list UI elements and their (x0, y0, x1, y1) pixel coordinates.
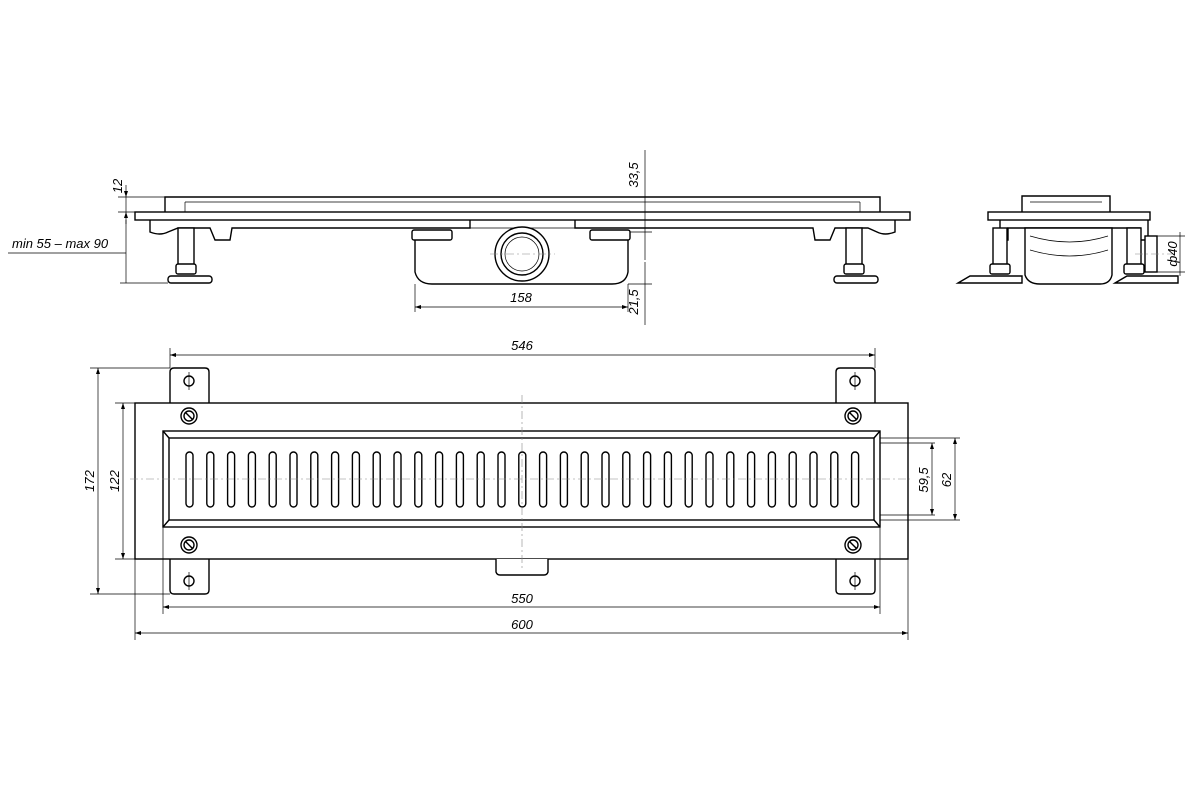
dim-overall-length: 600 (511, 617, 533, 632)
grate-slot (476, 451, 485, 508)
screw-icon (180, 536, 198, 554)
grate-slot (455, 451, 465, 508)
front-elevation-view: 12 min 55 – max 90 33,5 21,5 158 (8, 150, 911, 325)
side-elevation-view: ф40 (955, 195, 1185, 285)
grate-slot (393, 451, 402, 508)
dim-frame-depth: 122 (107, 469, 122, 491)
grate-slot (310, 451, 319, 508)
grate-slot (580, 451, 589, 508)
grate-slot (497, 451, 506, 508)
grate-slot (642, 451, 652, 508)
grate-slot (705, 451, 714, 508)
grate-slot (788, 451, 797, 508)
grate-slot (726, 451, 735, 508)
grate-slot (226, 451, 236, 508)
grate-slot (268, 451, 277, 508)
grate-slot (601, 451, 610, 508)
grate-slot (185, 451, 194, 508)
grate-slot (684, 451, 693, 508)
grate-slot (330, 451, 340, 508)
grate-slot (850, 451, 860, 508)
dim-grate-width-outer: 62 (939, 472, 954, 487)
grate-slot (414, 451, 423, 508)
grate-slot (538, 451, 548, 508)
grate-slot (746, 451, 756, 508)
grate-slot (663, 451, 673, 508)
grate-slot (247, 451, 257, 508)
dim-outlet-width: 158 (510, 290, 532, 305)
grate-slot (559, 451, 569, 508)
dim-fixing-span: 546 (511, 338, 533, 353)
dim-top-to-outlet: 33,5 (626, 162, 641, 188)
screw-icon (180, 407, 198, 425)
grate-slot (372, 451, 381, 508)
screw-icon (844, 407, 862, 425)
grate-slot (830, 451, 839, 508)
dim-overall-depth: 172 (82, 469, 97, 491)
grate-slot (622, 451, 631, 508)
dim-leg-height-range: min 55 – max 90 (12, 236, 109, 251)
grate-slot (206, 451, 215, 508)
dim-body-length: 550 (511, 591, 533, 606)
grate-slot (809, 451, 818, 508)
dim-grate-width-inner: 59,5 (916, 467, 931, 493)
dim-plate-thickness: 12 (110, 178, 125, 193)
dim-pipe-diameter: ф40 (1165, 241, 1180, 267)
plan-view: 546 172 122 59,5 62 550 60 (82, 338, 960, 640)
screw-icon (844, 536, 862, 554)
grate-slot (434, 451, 444, 508)
grate-slot (351, 451, 361, 508)
dim-outlet-drop: 21,5 (626, 289, 641, 316)
grate-slots (185, 451, 860, 508)
grate-slot (289, 451, 298, 508)
grate-slot (767, 451, 777, 508)
